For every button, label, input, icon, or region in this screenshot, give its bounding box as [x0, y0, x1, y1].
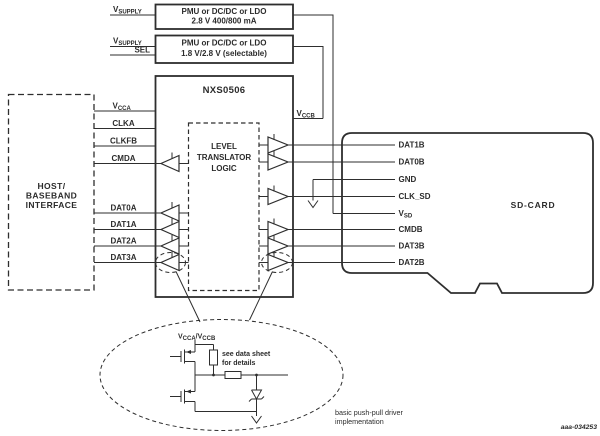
ground-icon	[251, 415, 262, 424]
detail-ellipse	[99, 319, 344, 431]
logic-line3: LOGIC	[211, 164, 237, 173]
inset-note-line2: for details	[222, 360, 256, 367]
sel-label: SEL	[134, 46, 150, 55]
figure-watermark: aaa-034253	[561, 424, 598, 431]
buffer-icon	[267, 187, 290, 206]
pmu2-line1: PMU or DC/DC or LDO	[182, 39, 267, 48]
buffer-icon	[159, 237, 180, 255]
inset-supply-label: VCCA/VCCB	[178, 334, 216, 343]
buffer-icon	[159, 220, 180, 239]
host-baseband-interface: HOST/ BASEBAND INTERFACE	[7, 93, 95, 291]
inset-caption-line2: implementation	[335, 417, 384, 426]
clka-label: CLKA	[112, 119, 134, 128]
pmu-block-1: PMU or DC/DC or LDO 2.8 V 400/800 mA VSU…	[110, 3, 334, 214]
left-buffers	[159, 152, 180, 272]
pmu-block-2: PMU or DC/DC or LDO 1.8 V/2.8 V (selecta…	[110, 34, 324, 119]
pmu1-output-wire	[293, 14, 334, 214]
buffer-icon	[159, 154, 180, 173]
dat2b-label: DAT2B	[399, 258, 425, 267]
buffer-icon	[267, 220, 290, 239]
callout-pointer-lines	[175, 271, 273, 323]
cmdb-label: CMDB	[399, 225, 423, 234]
vsd-label: VSD	[399, 209, 413, 220]
dat3b-label: DAT3B	[399, 242, 425, 251]
inset-caption-line1: basic push-pull driver	[335, 408, 404, 417]
vcca-label: VCCA	[113, 102, 132, 113]
buffer-icon	[159, 253, 180, 272]
callout	[99, 252, 344, 431]
clk-sd-label: CLK_SD	[399, 192, 431, 201]
level-translator-box	[187, 122, 260, 292]
pmu2-line2: 1.8 V/2.8 V (selectable)	[181, 49, 267, 58]
vccb-label: VCCB	[297, 109, 316, 120]
chip-title: NXS0506	[203, 85, 246, 96]
pmu2-vsupply-label: VSUPPLY	[113, 37, 142, 48]
pmu2-box	[154, 34, 294, 64]
logic-line1: LEVEL	[211, 142, 237, 151]
left-wires	[94, 110, 189, 263]
mosfet-arrow	[186, 389, 191, 394]
callout-ellipse-right	[261, 252, 293, 273]
series-resistor-icon	[224, 371, 242, 379]
nmos-transistor-icon	[170, 389, 196, 412]
dat1a-label: DAT1A	[110, 220, 136, 229]
clkfb-label: CLKFB	[110, 137, 137, 146]
left-pin-wires: VCCA CLKA CLKFB CMDA DAT0A DAT1A DAT2A D…	[94, 102, 189, 263]
inset-note-line1: see data sheet	[222, 351, 271, 358]
host-line3: INTERFACE	[26, 200, 78, 210]
esd-diode-icon	[248, 375, 265, 412]
buffer-icon	[267, 237, 290, 255]
dat0a-label: DAT0A	[110, 204, 136, 213]
resistor-icon	[209, 349, 218, 366]
dat3a-label: DAT3A	[110, 253, 136, 262]
bottom-rail	[195, 411, 257, 416]
gnd-wire	[312, 179, 395, 201]
dat1b-label: DAT1B	[399, 141, 425, 150]
chip-box	[154, 75, 294, 298]
cmda-label: CMDA	[112, 154, 136, 163]
mosfet-arrow	[186, 350, 191, 354]
host-line2: BASEBAND	[26, 191, 77, 201]
dat2a-label: DAT2A	[110, 237, 136, 246]
pmos-transistor-icon	[170, 344, 196, 392]
supply-rail	[194, 340, 214, 345]
buffer-icon	[267, 253, 290, 272]
gnd-label: GND	[399, 175, 417, 184]
ground-icon	[307, 200, 319, 209]
buffer-icon	[267, 153, 290, 171]
sd-card-label: SD-CARD	[511, 200, 556, 210]
buffer-icon	[159, 204, 180, 222]
pmu2-output-wire	[293, 46, 324, 119]
nxs0506-chip: NXS0506 LEVEL TRANSLATOR LOGIC VCCB	[154, 75, 323, 298]
sd-card: SD-CARD DAT1B DAT0B GND CLK_SD VSD CMDB …	[341, 132, 594, 294]
sd-card-outline	[341, 132, 594, 294]
host-box	[7, 93, 95, 291]
logic-line2: TRANSLATOR	[197, 153, 252, 162]
pmu1-vsupply-label: VSUPPLY	[113, 5, 142, 16]
callout-ellipse-left	[155, 252, 186, 273]
host-line1: HOST/	[38, 181, 66, 191]
pmu1-box	[154, 3, 294, 30]
push-pull-inset: VCCA/VCCB see data sheet for details	[170, 334, 288, 424]
junction-dot	[212, 373, 215, 377]
right-buffers	[267, 134, 290, 272]
dat0b-label: DAT0B	[399, 158, 425, 167]
pmu1-line2: 2.8 V 400/800 mA	[192, 17, 257, 26]
buffer-icon	[267, 136, 290, 154]
pmu1-line1: PMU or DC/DC or LDO	[182, 7, 267, 16]
